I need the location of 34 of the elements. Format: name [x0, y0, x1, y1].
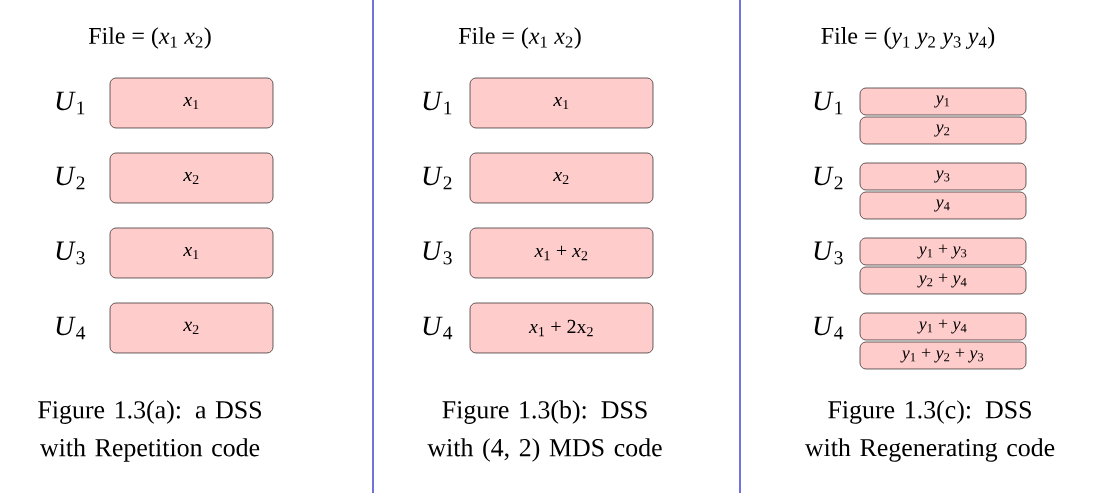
node-label: U$_{1}$: [56, 91, 85, 115]
node-label: U$_{2}$: [814, 166, 843, 190]
figure-caption: Figure 1.3(b): DSS with (4, 2) MDS code: [427, 400, 662, 462]
storage-box: y$_{1}$ + y$_{2}$ + y$_{3}$: [859, 341, 1027, 370]
storage-box: y$_{1}$ + y$_{4}$: [859, 312, 1027, 341]
storage-box: x$_{1}$: [469, 77, 654, 129]
node-label: U$_{1}$: [423, 91, 452, 115]
storage-box: x$_{2}$: [109, 302, 274, 354]
storage-box: y$_{4}$: [859, 191, 1027, 220]
storage-box: x$_{2}$: [469, 152, 654, 204]
node-label: U$_{1}$: [814, 91, 843, 115]
storage-box: y$_{2}$: [859, 116, 1027, 145]
panel-title: File = (x$_{1}$ x$_{2}$): [88, 27, 211, 49]
node-label: U$_{3}$: [423, 241, 452, 265]
panel-title: File = (y$_{1}$ y$_{2}$ y$_{3}$ y$_{4}$): [821, 27, 995, 49]
figure-caption: Figure 1.3(c): DSS with Regenerating code: [804, 400, 1055, 462]
storage-box: x$_{2}$: [109, 152, 274, 204]
node-label: U$_{2}$: [56, 166, 85, 190]
node-label: U$_{3}$: [56, 241, 85, 265]
storage-box: y$_{1}$ + y$_{3}$: [859, 237, 1027, 266]
storage-box: x$_{1}$: [109, 227, 274, 279]
node-label: U$_{3}$: [814, 241, 843, 265]
node-label: U$_{4}$: [56, 316, 86, 340]
panel-title: File = (x$_{1}$ x$_{2}$): [458, 27, 581, 49]
node-label: U$_{4}$: [814, 316, 844, 340]
figure-caption: Figure 1.3(a): a DSS with Repetition code: [38, 400, 261, 462]
node-label: U$_{4}$: [423, 316, 453, 340]
storage-box: x$_{1}$ + 2x$_{2}$: [469, 302, 654, 354]
storage-box: y$_{1}$: [859, 87, 1027, 116]
storage-box: x$_{1}$ + x$_{2}$: [469, 227, 654, 279]
storage-box: y$_{2}$ + y$_{4}$: [859, 266, 1027, 295]
node-label: U$_{2}$: [423, 166, 452, 190]
storage-box: y$_{3}$: [859, 162, 1027, 191]
storage-box: x$_{1}$: [109, 77, 274, 129]
